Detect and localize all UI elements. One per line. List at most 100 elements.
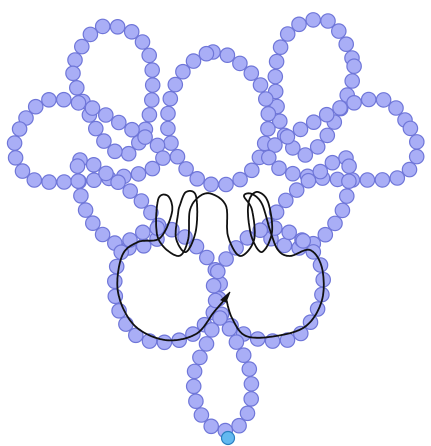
bead-icon — [342, 174, 356, 188]
bead-icon — [347, 96, 361, 110]
bead-icon — [157, 335, 171, 349]
bead-icon — [259, 92, 273, 106]
bead-icon — [131, 167, 145, 181]
bead-icon — [362, 92, 376, 106]
bead-icon — [97, 134, 111, 148]
bead-icon — [108, 144, 122, 158]
bead-icon — [86, 216, 100, 230]
bead-icon — [220, 48, 234, 62]
bead-icon — [244, 377, 258, 391]
bead-icon — [282, 225, 296, 239]
bead-icon — [15, 164, 29, 178]
bead-icon — [146, 78, 160, 92]
bead-icon — [75, 39, 89, 53]
bead-icon — [390, 171, 404, 185]
bead-icon — [70, 159, 84, 173]
bead-icon — [42, 93, 56, 107]
bead-icon — [261, 107, 275, 121]
bead-icon — [99, 166, 113, 180]
bead-icon — [8, 151, 22, 165]
bead-icon — [229, 335, 243, 349]
bead-icon — [280, 130, 294, 144]
bead-icon — [199, 337, 213, 351]
bead-icon — [193, 350, 207, 364]
bead-icon — [273, 40, 287, 54]
bead-icon — [12, 122, 26, 136]
bead-icon — [199, 47, 213, 61]
bead-icon — [268, 69, 282, 83]
bead-icon — [281, 27, 295, 41]
bead-icon — [119, 317, 133, 331]
bead-icon — [142, 108, 156, 122]
bead-icon — [125, 123, 139, 137]
bead-icon — [204, 177, 218, 191]
bead-icon — [269, 54, 283, 68]
bead-icon — [410, 135, 424, 149]
bead-icon — [240, 406, 254, 420]
bead-icon — [145, 161, 159, 175]
bead-icon — [99, 108, 113, 122]
bead-icon — [71, 174, 85, 188]
bead-icon — [161, 121, 175, 135]
bead-icon — [85, 101, 99, 115]
bead-icon — [7, 136, 21, 150]
bead-icon — [71, 96, 85, 110]
bead-icon — [57, 93, 71, 107]
bead-icon — [206, 279, 220, 293]
bead-icon — [219, 177, 233, 191]
bead-icon — [122, 147, 136, 161]
bead-icon — [205, 323, 219, 337]
bead-icon — [375, 173, 389, 187]
bead-icon — [233, 56, 247, 70]
bead-icon — [142, 48, 156, 62]
bead-icon — [290, 183, 304, 197]
bead-icon — [123, 184, 137, 198]
bead-icon — [360, 173, 374, 187]
bead-icon — [136, 225, 150, 239]
bead-icon — [328, 216, 342, 230]
bead-icon — [200, 250, 214, 264]
bead-icon — [168, 77, 182, 91]
bead-icon — [292, 17, 306, 31]
bead-icon — [176, 65, 190, 79]
bead-icon — [325, 156, 339, 170]
bead-icon — [253, 78, 267, 92]
bead-icon — [187, 364, 201, 378]
bead-icon — [211, 264, 225, 278]
bead-icon — [89, 121, 103, 135]
bead-icon — [339, 37, 353, 51]
bead-icon — [318, 228, 332, 242]
bead-icon — [321, 14, 335, 28]
bead-icon — [178, 230, 192, 244]
bead-icon — [87, 158, 101, 172]
bead-icon — [74, 189, 88, 203]
bead-icon — [233, 172, 247, 186]
bead-icon — [232, 419, 246, 433]
bead-icon — [186, 54, 200, 68]
bead-icon — [311, 140, 325, 154]
bead-icon — [237, 348, 251, 362]
bead-icon — [340, 189, 354, 203]
bead-icon — [189, 239, 203, 253]
bead-icon — [219, 252, 233, 266]
bead-icon — [272, 161, 286, 175]
bead-icon — [57, 175, 71, 189]
bead-icon — [161, 106, 175, 120]
bead-icon — [110, 20, 124, 34]
bead-icon — [83, 27, 97, 41]
bead-icon — [310, 302, 324, 316]
bead-icon — [179, 162, 193, 176]
bead-icon — [320, 108, 334, 122]
bead-icon — [135, 35, 149, 49]
bead-icon — [70, 81, 84, 95]
bead-icon — [389, 101, 403, 115]
bead-icon — [110, 259, 124, 273]
bead-icon — [111, 175, 125, 189]
bead-icon — [194, 408, 208, 422]
bead-icon — [345, 74, 359, 88]
bead-icon — [138, 130, 152, 144]
bead-icon — [298, 148, 312, 162]
bead-icon — [96, 19, 110, 33]
bead-icon — [78, 203, 92, 217]
